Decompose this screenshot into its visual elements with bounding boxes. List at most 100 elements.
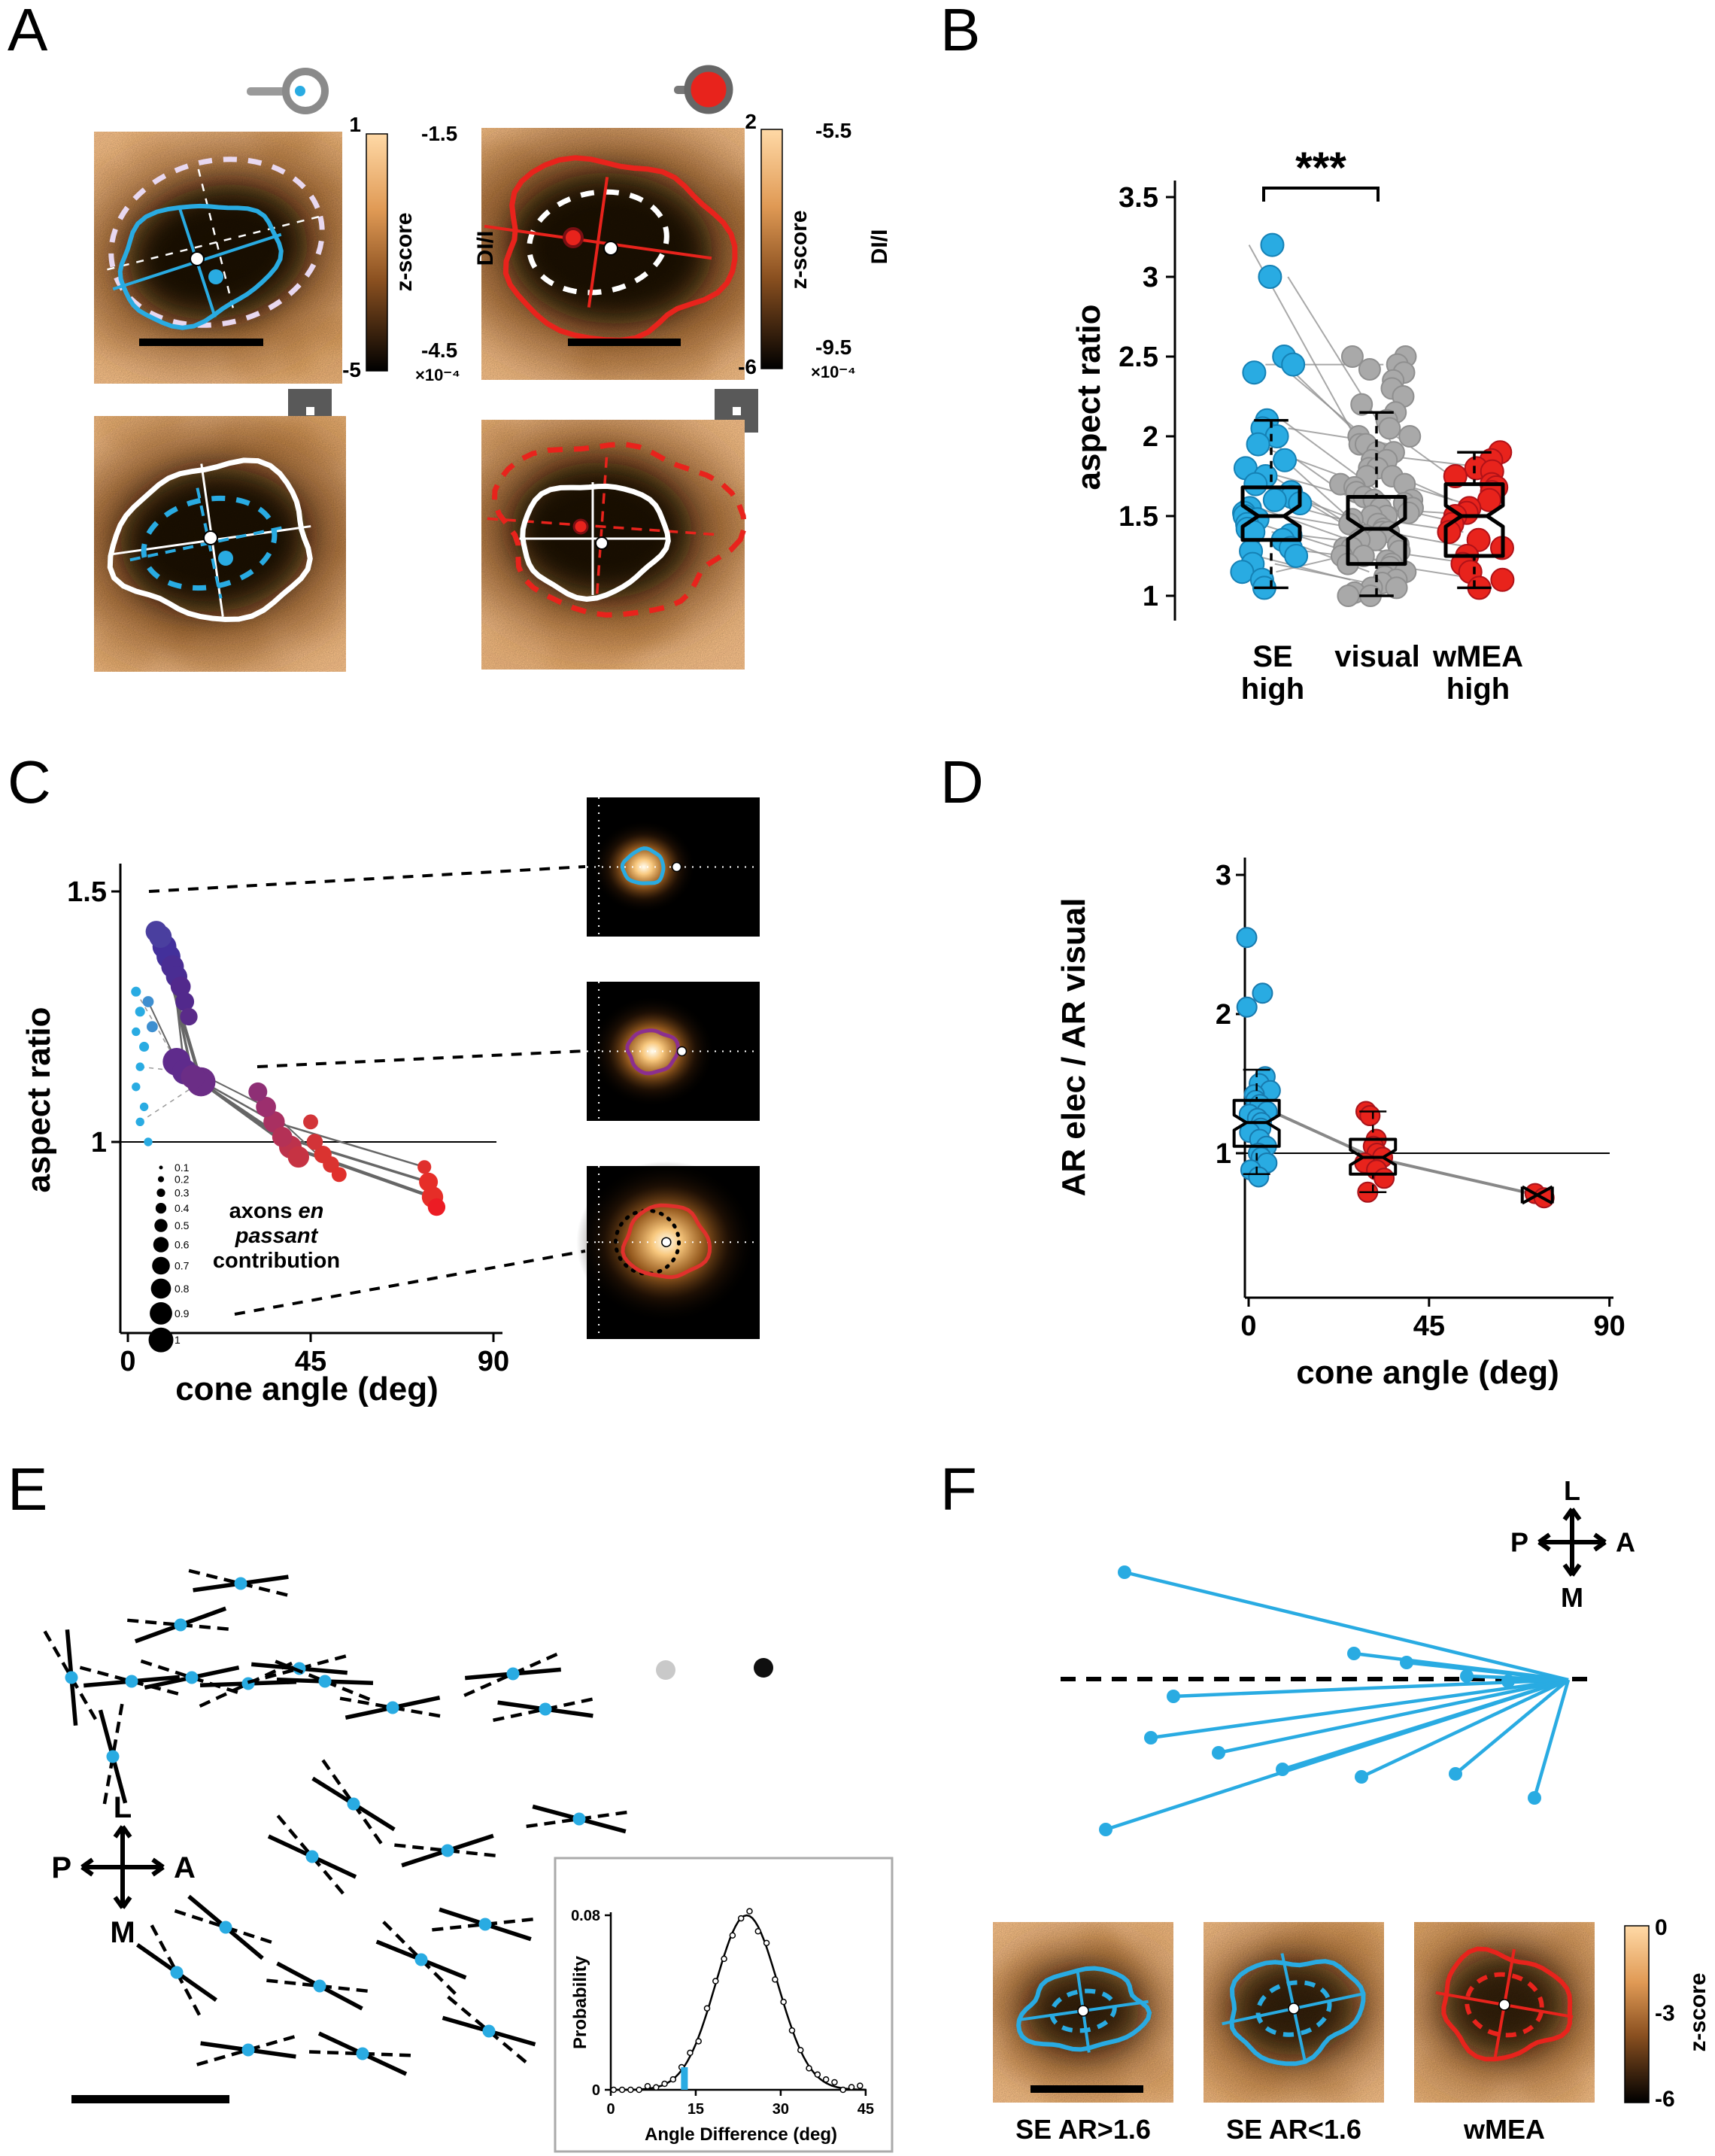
unit-dot [441, 1844, 454, 1857]
data-points-0 [1230, 232, 1313, 600]
y-tick-label: 1 [1216, 1138, 1231, 1170]
rf-center-dot [203, 530, 218, 545]
colorbar2-zscore-label: z-score [787, 210, 812, 290]
axon-orientation-segment [463, 1650, 563, 1697]
inset-connector-dashed [148, 865, 586, 893]
visual-rf-contour [107, 457, 313, 622]
axon-orientation-segment [275, 1660, 375, 1703]
wmea-electrode-icon [674, 65, 733, 114]
simulated-rf-contour [625, 1028, 681, 1076]
f-colorbar [1624, 1925, 1650, 2103]
axon-orientation-segment [394, 1833, 501, 1868]
histogram-marker [669, 2076, 677, 2083]
histogram-marker [661, 2080, 668, 2088]
histogram-marker [610, 2086, 618, 2094]
visual-rf-contour-dashed [108, 156, 325, 328]
x-tick-label: 90 [478, 1346, 509, 1377]
simulation-inset [587, 982, 760, 1121]
panel-e-label: E [8, 1456, 48, 1523]
unit-dot [506, 1667, 520, 1681]
histogram-marker [857, 2082, 864, 2089]
x-tick-label: 0 [1240, 1310, 1256, 1342]
legend-title-italic: en passant [235, 1199, 324, 1248]
axon-end-dot [1400, 1656, 1413, 1669]
inset-y-tick: 0.08 [571, 1908, 600, 1924]
box-plot [1232, 1068, 1281, 1175]
crosshair-line [197, 169, 236, 316]
y-tick-label: 3.5 [1119, 182, 1158, 214]
reference-dot [656, 1660, 675, 1680]
unit-dot [482, 2024, 496, 2038]
axon-orientation-segment [127, 1606, 234, 1644]
axon-orientation-segment [135, 1924, 218, 2021]
category-label-se-high: SE high [1240, 640, 1305, 706]
category-label-visual: visual [1334, 640, 1420, 673]
unit-dot [170, 1966, 184, 1979]
unit-dot [386, 1701, 399, 1714]
unit-dot [313, 1979, 326, 1993]
panel-c-legend-title: axons en passant contribution [196, 1199, 357, 1274]
caption-wmea: wMEA [1464, 2114, 1545, 2145]
f-colorbar-tick-min: -6 [1655, 2087, 1675, 2112]
legend-title-post: contribution [212, 1249, 341, 1273]
panel-c-label: C [8, 749, 51, 815]
reference-dot [754, 1658, 773, 1678]
axon-orientation-segment [339, 1696, 446, 1720]
unit-dot [241, 2043, 255, 2057]
colorbar1-exponent: ×10⁻⁴ [415, 366, 460, 384]
electrical-rf-contour-dashed [491, 441, 748, 618]
colorbar1-di-label: DI/I [473, 230, 498, 266]
axon-end-dot [1355, 1770, 1368, 1784]
histogram-marker [797, 2046, 804, 2054]
size-legend-label: 1 [175, 1334, 181, 1346]
unit-dot [414, 1953, 428, 1966]
colorbar-1 [366, 133, 388, 372]
size-legend-label: 0.8 [175, 1283, 190, 1295]
compass-left-label: P [1510, 1527, 1528, 1558]
trajectory-line [172, 966, 425, 1168]
x-tick-label: 0 [120, 1346, 135, 1377]
rf-center-dot [671, 861, 682, 873]
axon-end-dot [1144, 1731, 1158, 1745]
size-legend-label: 0.2 [175, 1174, 190, 1186]
unit-dot [219, 1921, 232, 1934]
histogram-marker [780, 1998, 787, 2006]
electrode-site-dot [208, 269, 223, 284]
unit-dot [539, 1702, 552, 1716]
axon-end-dot [1212, 1746, 1225, 1760]
histogram-marker [746, 1908, 753, 1915]
axon-end-dot [1501, 1675, 1515, 1688]
panel-b-label: B [940, 0, 981, 63]
compass-bottom-label: M [1561, 1582, 1583, 1613]
scale-bar [568, 339, 681, 346]
size-legend: 0.10.20.30.40.50.60.70.80.91 [148, 1162, 190, 1353]
rf-center-dot [1288, 2003, 1300, 2015]
x-tick-label: 45 [1413, 1310, 1445, 1342]
inset-xlabel: Angle Difference (deg) [644, 2124, 838, 2145]
box-plot [1443, 451, 1505, 590]
scale-bar [139, 339, 263, 346]
histogram-marker [772, 1976, 779, 1983]
reference-circle-dashed [614, 1208, 681, 1276]
axon-orientation-segment [188, 1568, 293, 1599]
unit-dot [478, 1918, 492, 1931]
rf-center-dot [190, 251, 205, 266]
rf-center-dot [595, 536, 609, 550]
axon-end-dot [1167, 1690, 1180, 1703]
panel-b-chart: 3.532.521.51 [1119, 181, 1515, 621]
rf-center-dot [603, 241, 618, 256]
electrode-site-dot [218, 551, 233, 566]
axon-end-dot [1528, 1791, 1541, 1805]
axon-orientation-segment [98, 1703, 128, 1810]
scale-bar [1031, 2085, 1143, 2093]
f-colorbar-label: z-score [1686, 1972, 1710, 2052]
y-tick-label: 1 [91, 1127, 107, 1158]
histogram-marker [712, 1978, 719, 1984]
inset-connector-dashed [256, 1049, 586, 1068]
simulation-inset [587, 797, 760, 937]
histogram-marker [754, 1928, 762, 1935]
